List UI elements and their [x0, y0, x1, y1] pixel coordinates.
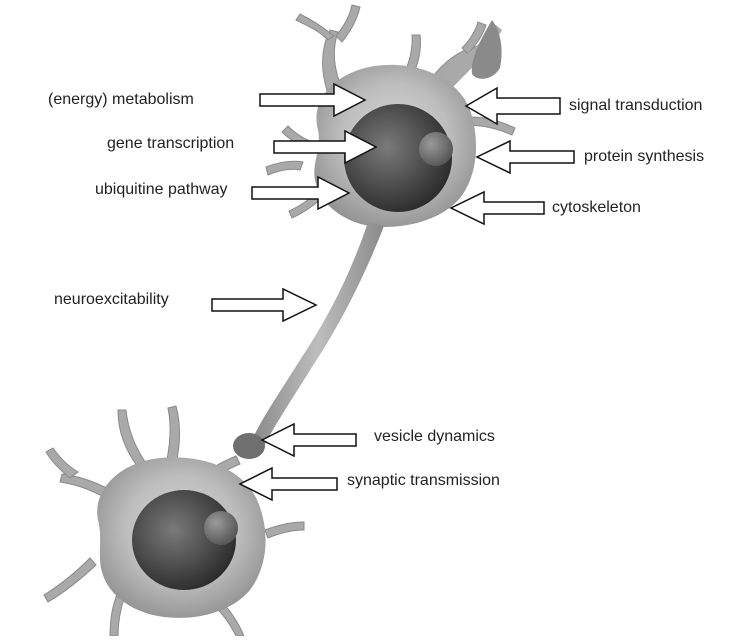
label-ubiquitine-pathway: ubiquitine pathway — [95, 182, 228, 198]
axon-icon — [252, 222, 384, 446]
nucleolus-icon — [419, 132, 453, 166]
arrow-vesicle-dynamics-icon — [262, 424, 356, 456]
neuron-upper-icon — [233, 5, 515, 459]
arrow-cytoskeleton-icon — [451, 192, 544, 224]
label-protein-synthesis: protein synthesis — [584, 149, 704, 165]
nucleolus-lower-icon — [204, 511, 238, 545]
arrow-protein-synthesis-icon — [477, 141, 574, 173]
arrow-neuroexcitability-icon — [212, 289, 316, 321]
label-gene-transcription: gene transcription — [107, 136, 234, 152]
label-vesicle-dynamics: vesicle dynamics — [374, 429, 495, 445]
label-synaptic-transmission: synaptic transmission — [347, 473, 500, 489]
label-neuroexcitability: neuroexcitability — [54, 292, 169, 308]
label-signal-transduction: signal transduction — [569, 98, 702, 114]
label-cytoskeleton: cytoskeleton — [552, 200, 641, 216]
synaptic-terminal-icon — [233, 433, 265, 459]
label-energy-metabolism: (energy) metabolism — [48, 92, 194, 108]
